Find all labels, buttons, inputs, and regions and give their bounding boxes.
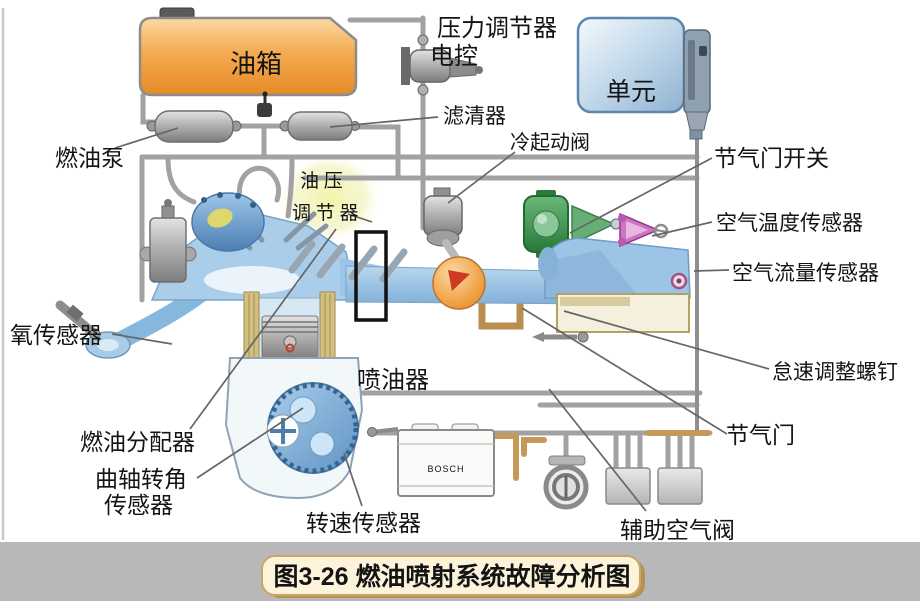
fuel-pump-label: 燃油泵	[55, 146, 124, 171]
air-flow-sensor-label: 空气流量传感器	[732, 261, 879, 285]
ignition-coil	[139, 199, 197, 283]
fuel-and-wire-pipes	[139, 15, 713, 471]
idle-screw-part	[532, 331, 589, 343]
filter-label: 滤清器	[443, 104, 506, 128]
tan-hoses	[478, 298, 711, 481]
throttle-label: 节气门	[726, 423, 795, 448]
air-temp-sensor-label: 空气温度传感器	[716, 211, 863, 235]
fuel-tank-label: 油箱	[230, 50, 282, 79]
aux-air-valve-parts	[543, 455, 703, 510]
battery: BOSCH	[367, 423, 495, 497]
ecu-box: 单元	[576, 16, 711, 140]
oil-pressure-label-2: 调 节 器	[292, 202, 359, 224]
air-temp-sensor-part	[618, 212, 669, 248]
fuel-pump	[146, 110, 242, 143]
injector-label: 喷油器	[357, 367, 429, 394]
fuel-tank: 油箱	[138, 7, 358, 97]
ecu-unit-label: 单元	[606, 78, 656, 106]
aux-air-valve-label: 辅助空气阀	[620, 518, 735, 543]
oxygen-sensor-part	[55, 300, 101, 340]
cold-start-valve-label: 冷起动阀	[510, 131, 590, 154]
crank-angle-label-2: 传感器	[104, 493, 173, 518]
oil-pressure-label-1: 油 压	[300, 170, 343, 192]
throttle-switch-label: 节气门开关	[714, 146, 829, 171]
air-flow-meter	[538, 237, 691, 333]
fuel-distributor-highlight-box	[354, 230, 388, 322]
pressure-regulator-label: 压力调节器	[437, 15, 557, 42]
fuel-distributor-label: 燃油分配器	[80, 430, 195, 455]
battery-brand-label: BOSCH	[427, 464, 464, 474]
engine-block	[224, 357, 364, 500]
pressure-regulator	[401, 34, 483, 96]
idle-screw-label: 怠速调整螺钉	[772, 360, 898, 384]
ecu-prefix-label: 电控	[430, 43, 478, 70]
crank-angle-label-1: 曲轴转角	[95, 467, 187, 492]
caption-box	[261, 555, 641, 596]
fuel-filter	[279, 111, 360, 141]
figure-caption: 图3-26 燃油喷射系统故障分析图	[274, 562, 631, 591]
intake-plenum-ball	[432, 256, 486, 310]
footer: 图3-26 燃油喷射系统故障分析图	[0, 542, 920, 601]
oxygen-sensor-label: 氧传感器	[10, 323, 102, 348]
leader-lines	[111, 116, 770, 512]
vent-fitting	[257, 91, 272, 117]
speed-sensor-label: 转速传感器	[306, 511, 421, 536]
distributor-cap	[191, 192, 265, 252]
